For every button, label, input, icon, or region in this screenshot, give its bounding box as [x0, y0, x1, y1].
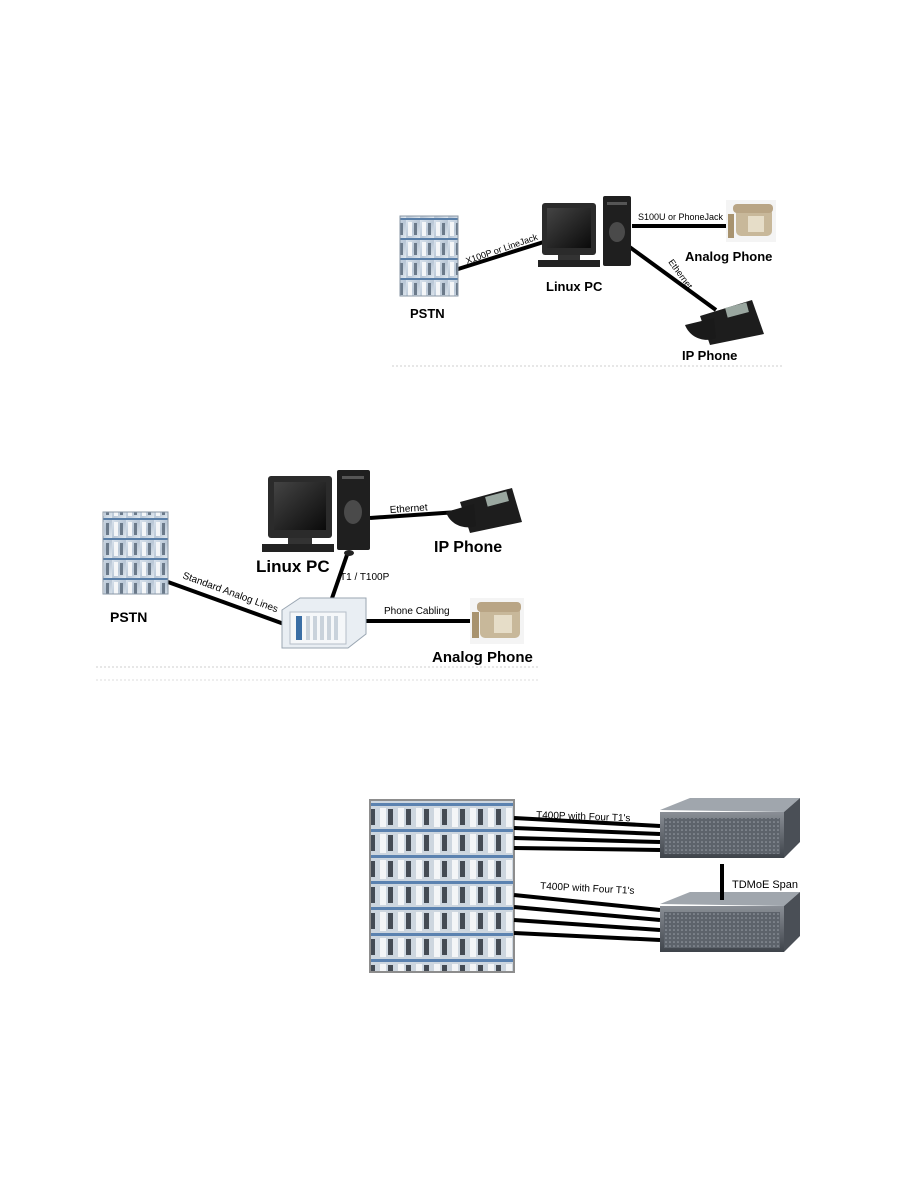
linux-pc-label-2: Linux PC	[256, 557, 330, 576]
linux-pc-icon-2	[262, 470, 370, 556]
link-pc-ip-2	[369, 510, 459, 520]
channel-bank-icon	[281, 597, 367, 649]
pstn-label: PSTN	[410, 306, 445, 321]
diagram-1: PSTN Linux PC Analog Phone IP Phone X100…	[392, 196, 782, 367]
ip-phone-label: IP Phone	[682, 348, 737, 363]
analog-phone-icon	[726, 200, 776, 242]
link-channelbank-analog-label: Phone Cabling	[384, 606, 450, 617]
link-pc-ip-label-2: Ethernet	[389, 502, 428, 516]
ip-phone-label-2: IP Phone	[434, 539, 502, 556]
link-top-label: T400P with Four T1's	[536, 810, 631, 824]
t1-bundle-bottom	[513, 893, 661, 942]
server-bottom-icon	[660, 892, 800, 952]
diagram-2: PSTN Linux PC IP Phone Analog Phone Ethe…	[96, 470, 540, 681]
link-pc-ip	[618, 238, 718, 312]
t1-bundle-top	[513, 816, 661, 852]
ip-phone-icon	[685, 300, 764, 345]
pstn-rack-icon-2	[102, 511, 169, 595]
ip-phone-icon-2	[446, 488, 522, 533]
linux-pc-icon	[538, 196, 631, 267]
link-pc-channelbank-label: T1 / T100P	[340, 572, 390, 583]
pstn-label-2: PSTN	[110, 609, 147, 625]
link-pstn-channelbank	[167, 580, 285, 626]
link-pc-analog-label: S100U or PhoneJack	[638, 212, 724, 222]
link-pc-channelbank	[328, 551, 350, 605]
server-top-icon	[660, 798, 800, 858]
analog-phone-label-2: Analog Phone	[432, 649, 533, 666]
link-bottom-label: T400P with Four T1's	[540, 881, 635, 897]
diagram-3: T400P with Four T1's T400P with Four T1'…	[369, 798, 800, 973]
pstn-rack-icon-3	[369, 799, 515, 973]
pstn-rack-icon	[399, 215, 459, 297]
linux-pc-label: Linux PC	[546, 279, 603, 294]
analog-phone-icon-2	[470, 598, 524, 644]
link-pstn-pc	[454, 238, 551, 272]
analog-phone-label: Analog Phone	[685, 249, 772, 264]
link-servers-label: TDMoE Span	[732, 879, 798, 891]
